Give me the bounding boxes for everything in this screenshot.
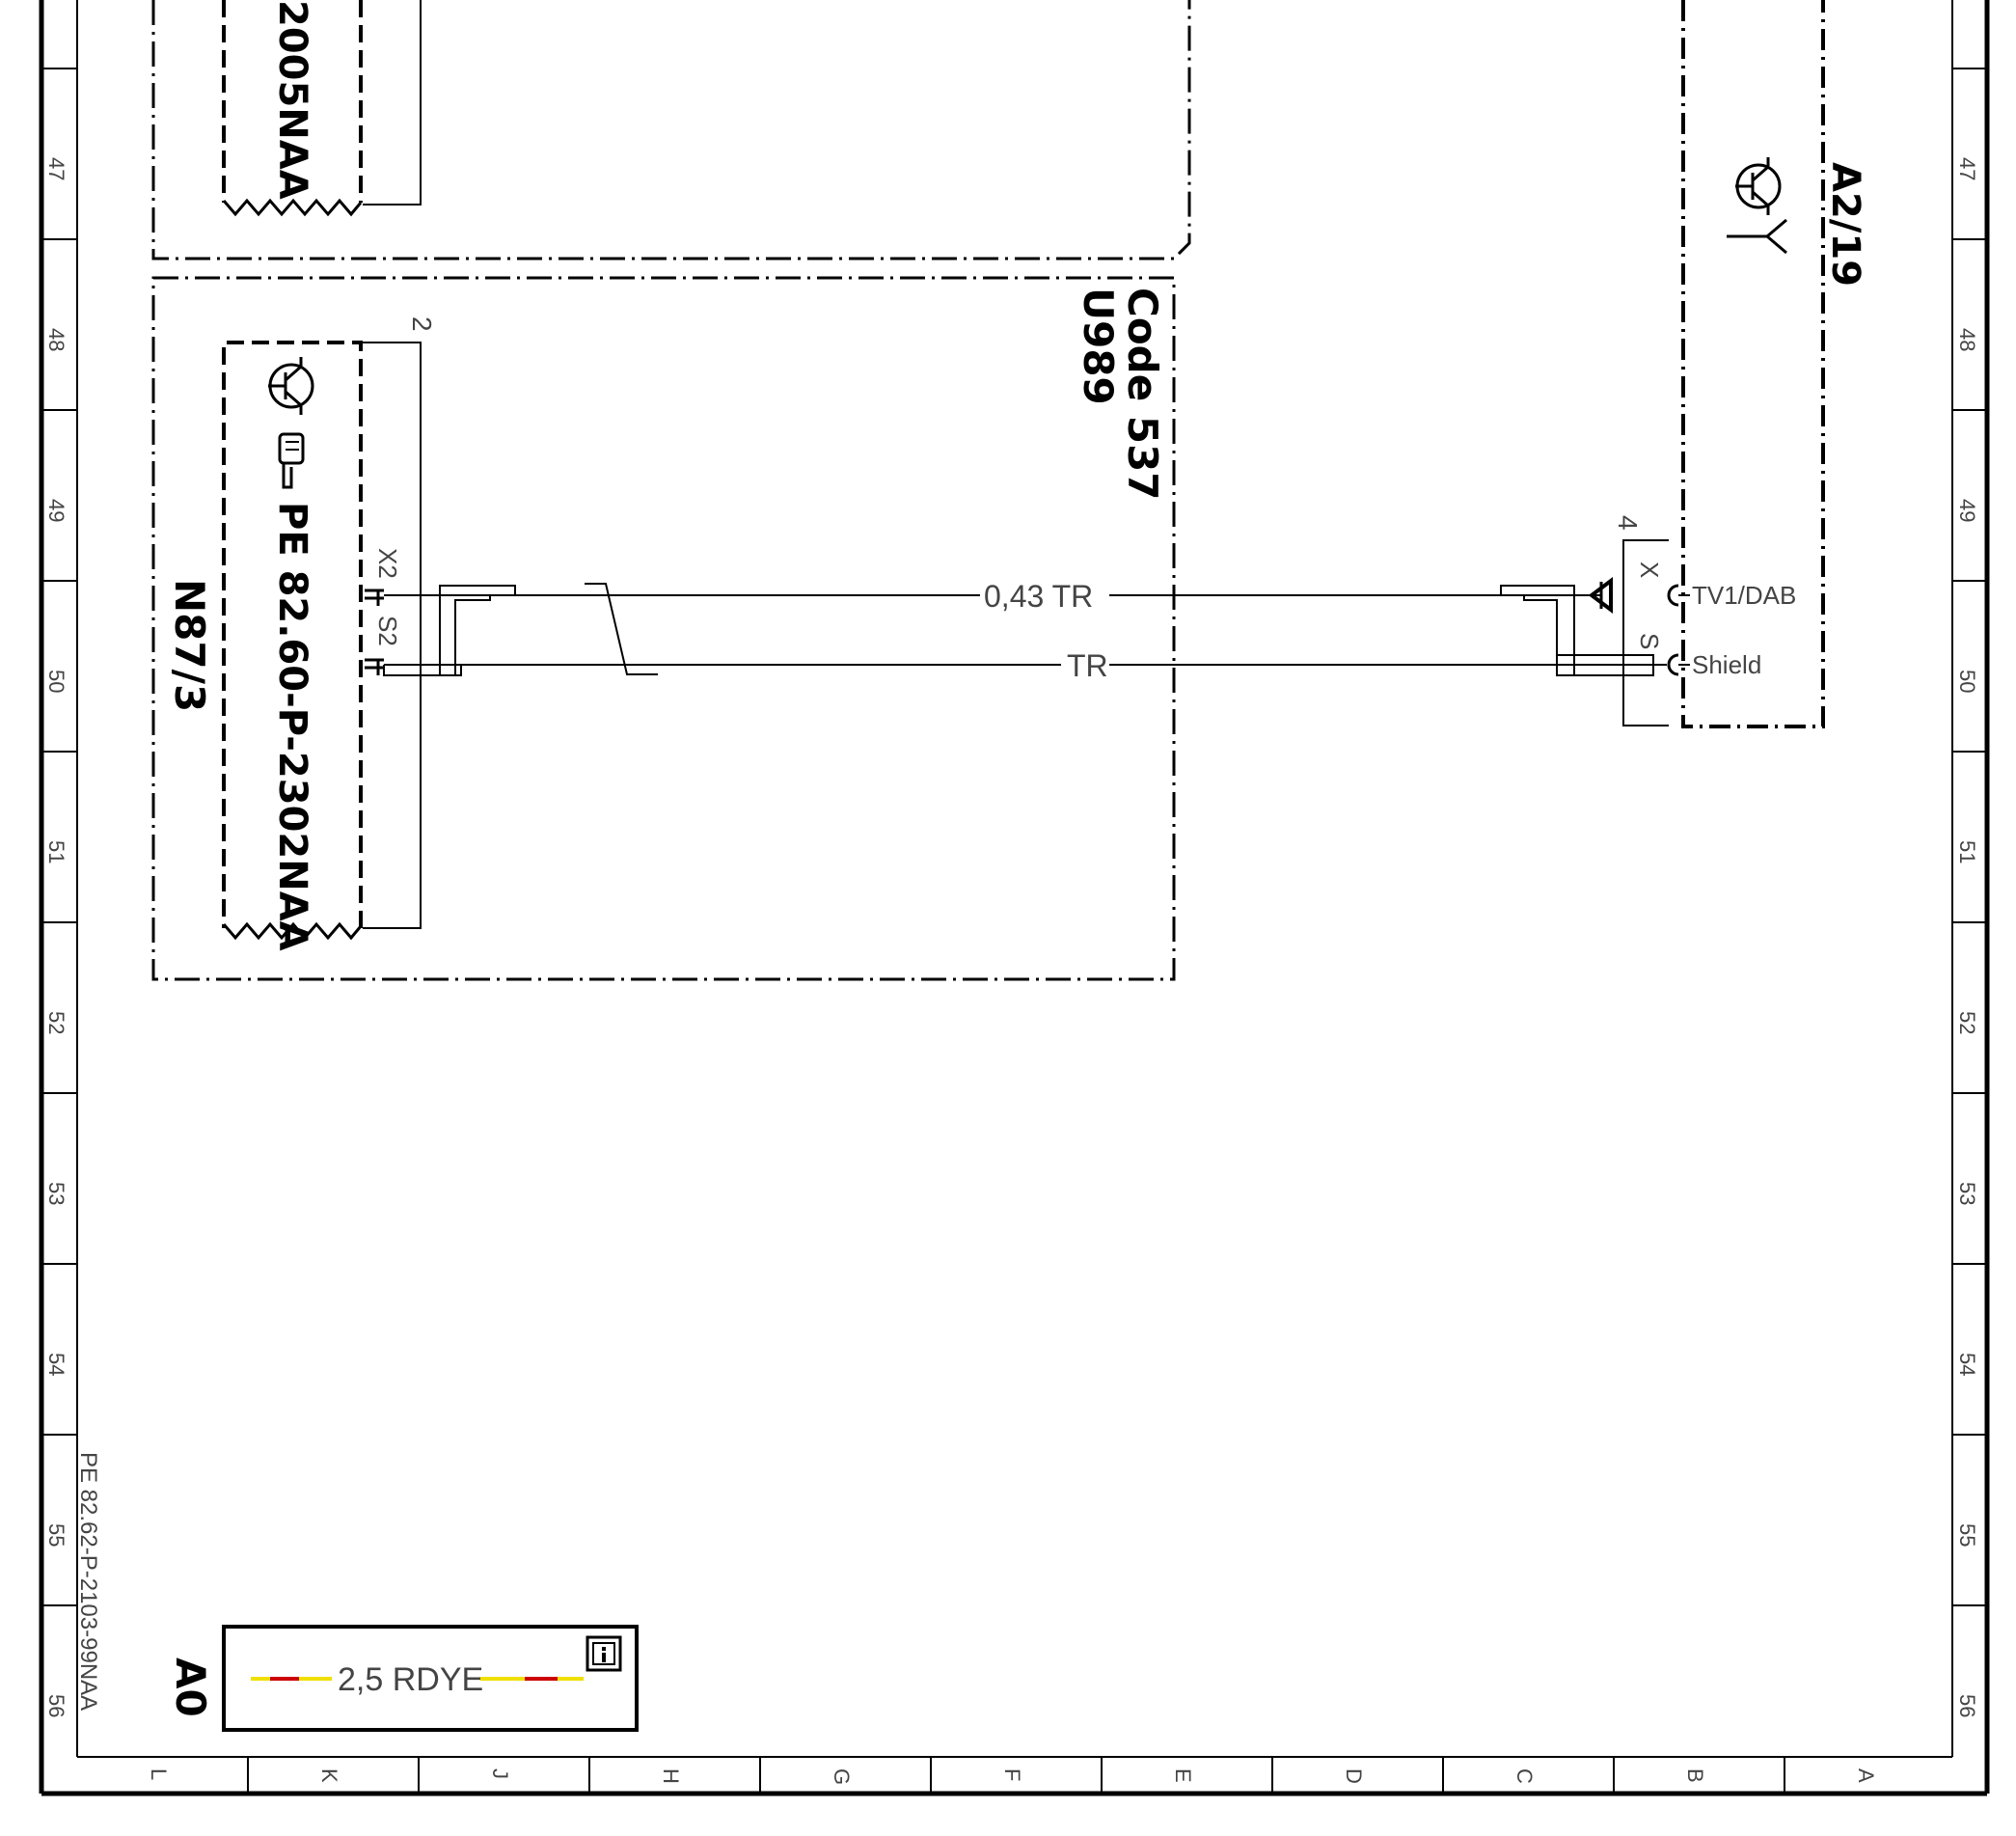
row-labels-left: 47 48 49 50 51 52 53 54 55 56: [44, 157, 68, 1717]
column-label: A: [1854, 1768, 1878, 1783]
row-label: 55: [44, 1523, 68, 1547]
code-label: Code 537: [1119, 288, 1166, 501]
transistor-icon: [1735, 157, 1782, 215]
pin-markers: [365, 589, 384, 675]
wire-label: TR: [1067, 648, 1108, 683]
connector-bracket: [1622, 539, 1669, 726]
row-label: 56: [1955, 1694, 1979, 1717]
info-icon[interactable]: [586, 1635, 622, 1672]
transistor-icon: [268, 357, 314, 415]
row-label: 54: [44, 1353, 68, 1376]
row-label: 53: [44, 1182, 68, 1205]
column-label: J: [488, 1768, 512, 1779]
pin-label: S: [1635, 633, 1664, 649]
module-n87-3: 2 Code 537 U989 N87/3 PE 82.60-P-2302NAA…: [151, 276, 1176, 981]
row-label: 54: [1955, 1353, 1979, 1376]
row-label: 51: [44, 840, 68, 863]
pin-socket: [1667, 584, 1679, 607]
row-label: 51: [1955, 840, 1979, 863]
row-label: 47: [44, 157, 68, 180]
column-labels: L K J H G F E D C B A: [147, 1768, 1878, 1785]
row-label: 52: [44, 1011, 68, 1034]
pointing-hand-icon: [278, 432, 305, 489]
upper-module: 2005NAA: [151, 0, 1191, 260]
pin-name: TV1/DAB: [1692, 581, 1796, 610]
row-label: 49: [44, 499, 68, 522]
section-label: A0: [167, 1658, 214, 1717]
legend-wire-label: 2,5 RDYE: [338, 1661, 483, 1698]
control-unit-outline: [222, 341, 363, 928]
module-boundary: [1681, 0, 1825, 728]
row-label: 53: [1955, 1182, 1979, 1205]
code-value: U989: [1075, 288, 1122, 405]
wires: 0,43 TR TR: [383, 577, 1667, 683]
column-label: F: [1000, 1768, 1024, 1781]
module-boundary: [151, 276, 1176, 981]
break-zigzag: [222, 921, 363, 941]
column-label: D: [1342, 1768, 1366, 1784]
legend-box: A0 2,5 RDYE: [167, 1625, 639, 1732]
doc-ref: PE 82.60-P-2302NAA: [270, 502, 314, 951]
module-a2-19: 4 X S TV1/DAB Shield A2/19: [1613, 0, 1867, 728]
row-label: 47: [1955, 157, 1979, 180]
pin-label: X2: [373, 548, 402, 579]
pin-label: S2: [373, 616, 402, 646]
pin-name: Shield: [1692, 650, 1761, 679]
drawing-frame: [39, 0, 1990, 1796]
column-label: C: [1512, 1768, 1537, 1784]
column-label: H: [659, 1768, 683, 1784]
connector-number: 2: [407, 316, 437, 332]
row-label: 55: [1955, 1523, 1979, 1547]
connector-bracket: [363, 342, 422, 929]
row-label: 50: [1955, 670, 1979, 693]
component-id: A2/19: [1823, 162, 1867, 287]
pin-socket: [1667, 653, 1679, 676]
row-label: 56: [44, 1694, 68, 1717]
connector-number: 4: [1613, 515, 1643, 531]
column-label: E: [1171, 1768, 1195, 1783]
pin-label: X: [1635, 562, 1664, 578]
column-label: L: [147, 1768, 171, 1780]
row-label: 52: [1955, 1011, 1979, 1034]
column-label: B: [1683, 1768, 1707, 1783]
wire-label: 0,43 TR: [984, 579, 1093, 614]
row-label: 48: [1955, 328, 1979, 351]
page-reference: PE 82.62-P-2103-99NAA: [75, 1452, 101, 1711]
row-label: 48: [44, 328, 68, 351]
upper-doc-ref: 2005NAA: [270, 0, 314, 200]
row-labels-right: 47 48 49 50 51 52 53 54 55 56: [1955, 157, 1979, 1717]
component-id: N87/3: [166, 579, 213, 712]
row-label: 49: [1955, 499, 1979, 522]
row-label: 50: [44, 670, 68, 693]
column-label: G: [830, 1768, 854, 1785]
column-label: K: [317, 1768, 341, 1783]
antenna-icon: [1727, 218, 1787, 255]
